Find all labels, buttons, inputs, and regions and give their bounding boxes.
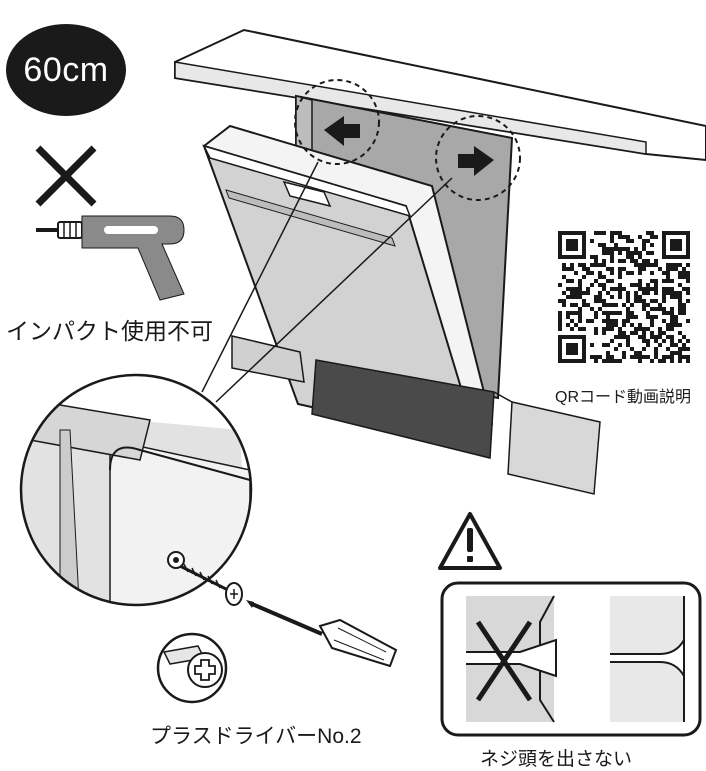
zoom-detail: [19, 373, 253, 607]
qr-code-icon: [558, 231, 690, 363]
size-badge-label: 60cm: [23, 51, 109, 89]
countertop: [174, 28, 706, 162]
warning-triangle-icon: [438, 512, 502, 570]
arrow-right-icon: [458, 146, 494, 176]
no-impact-tool-label: インパクト使用不可: [6, 318, 213, 344]
prohibited-x-icon: [35, 145, 97, 207]
kick-plate: [231, 335, 601, 495]
screwdriver-size-label: プラスドライバーNo.2: [150, 725, 362, 748]
qr-video-label: QRコード動画説明: [555, 389, 692, 406]
mount-point-left: [294, 79, 380, 165]
impact-drill-icon: [36, 215, 185, 301]
mount-point-right: [435, 115, 521, 201]
screw-comparison-box: [440, 581, 702, 737]
screwdriver-icon: [246, 600, 398, 668]
no-protruding-screw-label: ネジ頭を出さない: [480, 749, 633, 770]
size-badge: 60cm: [6, 24, 126, 116]
arrow-left-icon: [324, 116, 360, 146]
door-handle: [282, 180, 332, 208]
phillips-head-icon: [156, 632, 228, 704]
screw-icon: [179, 563, 243, 606]
